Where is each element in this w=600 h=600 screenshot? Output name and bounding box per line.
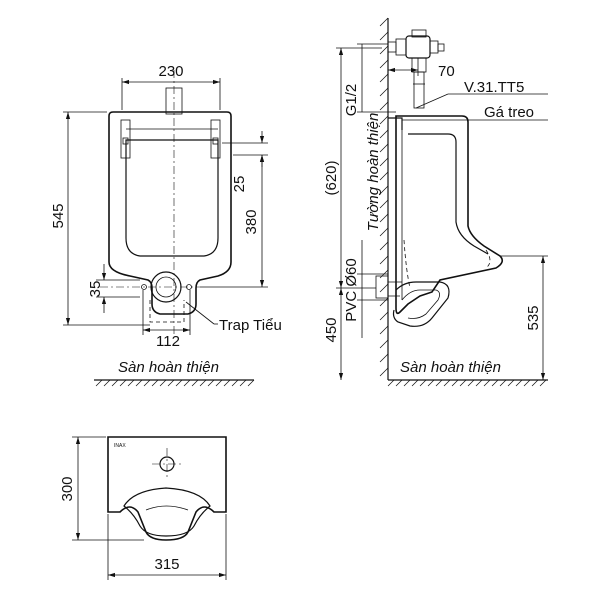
dim-35: 35 bbox=[87, 281, 104, 298]
wall-label: Tường hoàn thiện bbox=[365, 113, 382, 232]
front-view: 230 545 25 380 35 112 Trap Tiểu Sàn hoàn… bbox=[50, 63, 282, 387]
dim-315: 315 bbox=[154, 556, 179, 573]
dim-112: 112 bbox=[156, 333, 180, 350]
bracket-label: Gá treo bbox=[484, 104, 534, 121]
trap-label: Trap Tiểu bbox=[219, 317, 282, 334]
urinal-front-basin bbox=[125, 139, 219, 257]
dim-230: 230 bbox=[158, 63, 183, 80]
hanger-bracket bbox=[388, 117, 403, 130]
bracket-left bbox=[120, 119, 131, 159]
drain-pipe bbox=[388, 281, 402, 297]
dim-450: 450 bbox=[323, 317, 340, 342]
dim-25: 25 bbox=[231, 176, 248, 193]
drain-label: PVC Ø60 bbox=[343, 258, 360, 321]
bracket-right bbox=[210, 119, 221, 159]
urinal-top-basin bbox=[123, 487, 211, 537]
wall-hatch bbox=[379, 17, 389, 377]
dim-620: (620) bbox=[323, 160, 340, 195]
side-trap bbox=[392, 281, 450, 327]
front-floor-label: Sàn hoàn thiện bbox=[118, 359, 219, 376]
flush-valve bbox=[387, 29, 445, 109]
urinal-top-body bbox=[107, 436, 227, 541]
side-view: 70 V.31.TT5 Gá treo G1/2 Tường hoàn thiệ… bbox=[323, 17, 548, 387]
pipe-size-label: G1/2 bbox=[343, 84, 360, 117]
urinal-side-basin bbox=[408, 133, 489, 255]
dim-380: 380 bbox=[243, 209, 260, 234]
front-floor-hatch bbox=[95, 379, 255, 387]
brand-mark: INAX bbox=[114, 443, 126, 449]
screw-right bbox=[186, 284, 192, 290]
screw-left bbox=[141, 284, 147, 290]
dim-300: 300 bbox=[59, 476, 76, 501]
dim-70: 70 bbox=[438, 63, 455, 80]
dim-535: 535 bbox=[525, 305, 542, 330]
urinal-front-body bbox=[108, 111, 232, 315]
side-floor-label: Sàn hoàn thiện bbox=[400, 359, 501, 376]
side-floor-hatch bbox=[387, 379, 547, 387]
model-label: V.31.TT5 bbox=[464, 79, 524, 96]
top-view: INAX 300 315 bbox=[59, 436, 227, 580]
urinal-side-body bbox=[395, 115, 504, 315]
dim-545: 545 bbox=[50, 203, 67, 228]
